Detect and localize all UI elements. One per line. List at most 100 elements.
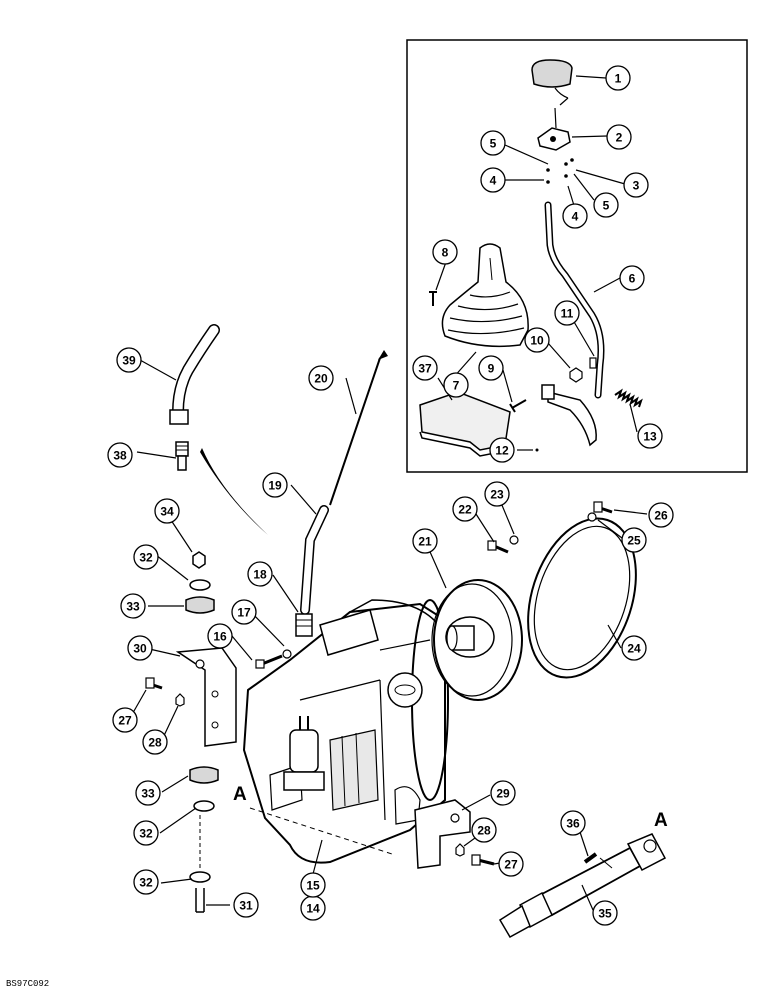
callout-number: 4 — [572, 210, 579, 224]
callout-number: 1 — [615, 72, 622, 86]
nut-34 — [192, 551, 206, 569]
callout-circle — [480, 130, 506, 156]
inset-frame — [406, 39, 748, 473]
callout-number: 19 — [268, 479, 282, 493]
callout-number: 25 — [627, 534, 641, 548]
callout-24: 24 — [621, 635, 647, 661]
callout-38: 38 — [107, 442, 133, 468]
callout-circle — [619, 265, 645, 291]
callout-circle — [452, 496, 478, 522]
callout-circle — [135, 780, 161, 806]
callout-22: 22 — [452, 496, 478, 522]
callout-6: 6 — [619, 265, 645, 291]
small-screws — [546, 158, 574, 184]
bolt-16 — [261, 654, 283, 666]
callout-circle — [524, 327, 550, 353]
callout-12: 12 — [489, 437, 515, 463]
callout-27-b3: 27 — [498, 851, 524, 877]
callout-circle — [498, 851, 524, 877]
callout-circle — [489, 437, 515, 463]
callout-30: 30 — [127, 635, 153, 661]
callout-3: 3 — [623, 172, 649, 198]
callout-20: 20 — [308, 365, 334, 391]
callout-circle — [300, 872, 326, 898]
callout-number: 24 — [627, 642, 641, 656]
callout-number: 39 — [122, 354, 136, 368]
washer-32-mid — [193, 800, 215, 812]
lever-bracket — [547, 391, 597, 447]
callout-circle — [471, 817, 497, 843]
callout-circle — [412, 528, 438, 554]
callout-circle — [621, 635, 647, 661]
callout-14: 14 — [300, 895, 326, 921]
callout-number: 21 — [418, 535, 432, 549]
torque-converter — [431, 579, 523, 701]
callout-number: 13 — [643, 430, 657, 444]
callout-number: 27 — [504, 858, 518, 872]
bracket-29 — [414, 799, 471, 869]
callout-8: 8 — [432, 239, 458, 265]
callout-27: 27 — [112, 707, 138, 733]
bolt-11 — [589, 357, 597, 369]
callout-number: 32 — [139, 551, 153, 565]
dipstick-20 — [329, 357, 381, 506]
callout-circle — [233, 892, 259, 918]
callout-number: 18 — [253, 568, 267, 582]
nut-28-left — [175, 693, 185, 707]
callout-33-b6: 33 — [135, 780, 161, 806]
callout-number: 17 — [237, 606, 251, 620]
callout-number: 26 — [654, 509, 668, 523]
routing-arrow — [200, 448, 268, 535]
nut-28-right — [455, 843, 465, 857]
callout-17: 17 — [231, 599, 257, 625]
solenoid — [283, 716, 325, 791]
callout-33: 33 — [120, 593, 146, 619]
callout-circle — [154, 498, 180, 524]
washer-32-low — [189, 871, 211, 883]
callout-circle — [478, 355, 504, 381]
callout-circle — [621, 527, 647, 553]
switch-plate — [537, 127, 571, 151]
callout-28: 28 — [142, 729, 168, 755]
callout-circle — [560, 810, 586, 836]
callout-circle — [432, 239, 458, 265]
callout-circle — [112, 707, 138, 733]
callout-circle — [116, 347, 142, 373]
callout-circle — [127, 635, 153, 661]
callout-number: 11 — [561, 307, 574, 321]
callout-7: 7 — [443, 372, 469, 398]
knob-wire — [554, 87, 569, 129]
callout-number: 36 — [566, 817, 580, 831]
nut-10 — [569, 367, 583, 383]
callout-number: 5 — [603, 199, 610, 213]
callout-number: 23 — [490, 488, 504, 502]
callout-32-b4: 32 — [133, 820, 159, 846]
callout-circle — [593, 192, 619, 218]
bracket-30 — [175, 647, 237, 747]
drive-shaft — [498, 833, 667, 939]
callout-28-b2: 28 — [471, 817, 497, 843]
mount-33-top — [185, 596, 215, 614]
callout-23: 23 — [484, 481, 510, 507]
callout-15: 15 — [300, 872, 326, 898]
figure-code: BS97C092 — [6, 979, 49, 989]
fitting-18 — [295, 613, 313, 637]
reference-line — [249, 807, 396, 856]
bolt-9 — [509, 399, 527, 413]
callout-layer: 1234567891011121314151617181920212223242… — [107, 65, 674, 926]
callout-circle — [308, 365, 334, 391]
callout-circle — [231, 599, 257, 625]
callout-number: 28 — [477, 824, 491, 838]
callout-circle — [480, 167, 506, 193]
callout-32: 32 — [133, 544, 159, 570]
callout-36: 36 — [560, 810, 586, 836]
fitting-38 — [175, 441, 189, 471]
callout-circle — [133, 544, 159, 570]
callout-26: 26 — [648, 502, 674, 528]
callout-number: 4 — [490, 174, 497, 188]
callout-circle — [412, 355, 438, 381]
callout-number: 10 — [530, 334, 544, 348]
callout-number: 2 — [616, 131, 623, 145]
callout-number: 9 — [488, 362, 495, 376]
